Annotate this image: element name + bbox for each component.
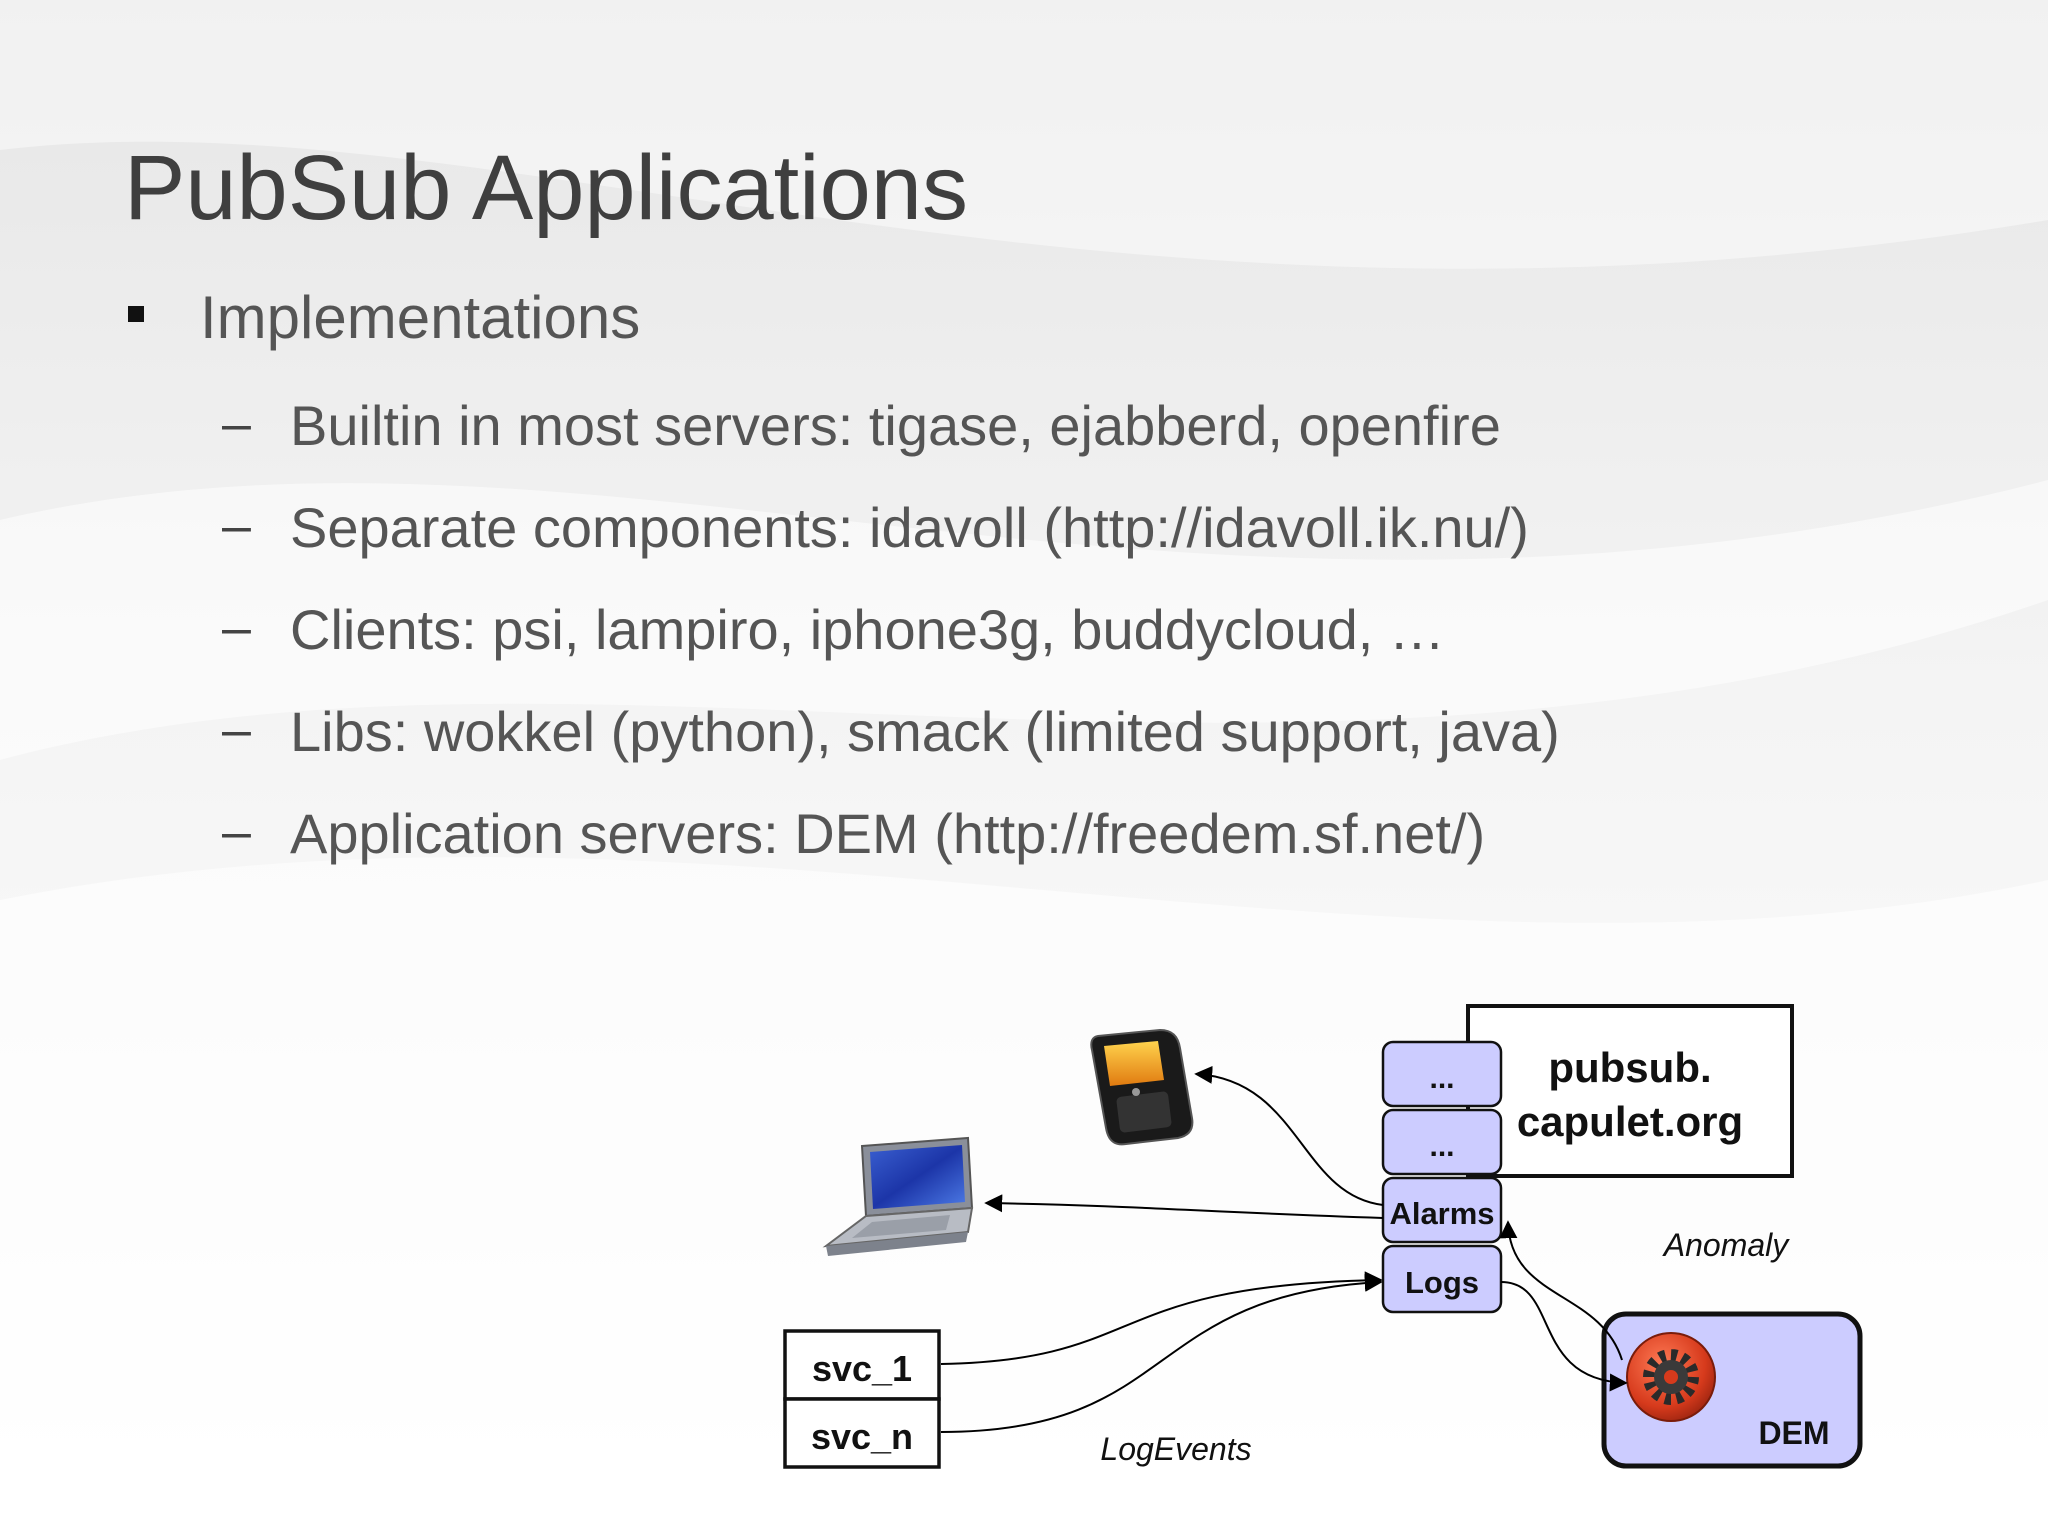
dash-marker: – xyxy=(222,497,251,555)
laptop-icon xyxy=(822,1136,974,1256)
pubsub-node-1 xyxy=(1381,1040,1503,1108)
pubsub-node-logs xyxy=(1381,1244,1503,1314)
arrow-logs-to-dem xyxy=(1500,1281,1628,1392)
svc-1-label: svc_1 xyxy=(812,1348,912,1389)
svc-n-box xyxy=(783,1397,941,1469)
sub-item-text: Libs: wokkel (python), smack (limited su… xyxy=(290,700,1560,763)
pubsub-node-alarms-label: Alarms xyxy=(1389,1196,1494,1231)
dem-label: DEM xyxy=(1758,1415,1829,1451)
slide-title: PubSub Applications xyxy=(124,137,968,239)
pubsub-node-2-label: ... xyxy=(1429,1130,1454,1163)
arrow-dem-to-alarms xyxy=(1499,1220,1623,1361)
svc-n-label: svc_n xyxy=(811,1416,913,1457)
anomaly-label: Anomaly xyxy=(1662,1227,1791,1263)
sub-item-text: Clients: psi, lampiro, iphone3g, buddycl… xyxy=(290,598,1445,661)
pubsub-node-alarms xyxy=(1381,1176,1503,1244)
arrow-to-laptop xyxy=(984,1194,1384,1219)
arrow-to-phone xyxy=(1194,1065,1384,1206)
sub-item-text: Application servers: DEM (http://freedem… xyxy=(290,802,1486,865)
pubsub-node-2 xyxy=(1381,1108,1503,1176)
pubsub-node-logs-label: Logs xyxy=(1405,1265,1479,1300)
smartphone-icon xyxy=(1090,1028,1194,1146)
arrow-svcn-to-logs xyxy=(940,1273,1383,1433)
sub-item-text: Separate components: idavoll (http://ida… xyxy=(290,496,1529,559)
dash-marker: – xyxy=(222,599,251,657)
server-name-line2: capulet.org xyxy=(1517,1098,1743,1145)
bullet-implementations: Implementations xyxy=(200,284,641,351)
dash-marker: – xyxy=(222,395,251,453)
server-name-line1: pubsub. xyxy=(1548,1044,1711,1091)
sub-item-text: Builtin in most servers: tigase, ejabber… xyxy=(290,394,1501,457)
dash-marker: – xyxy=(222,803,251,861)
dash-marker: – xyxy=(222,701,251,759)
server-box xyxy=(1466,1004,1794,1178)
arrow-svc1-to-logs xyxy=(940,1271,1383,1365)
bullet-marker xyxy=(128,306,144,322)
gear-icon xyxy=(1626,1332,1716,1422)
log-events-label: LogEvents xyxy=(1100,1431,1251,1467)
pubsub-node-1-label: ... xyxy=(1429,1062,1454,1095)
